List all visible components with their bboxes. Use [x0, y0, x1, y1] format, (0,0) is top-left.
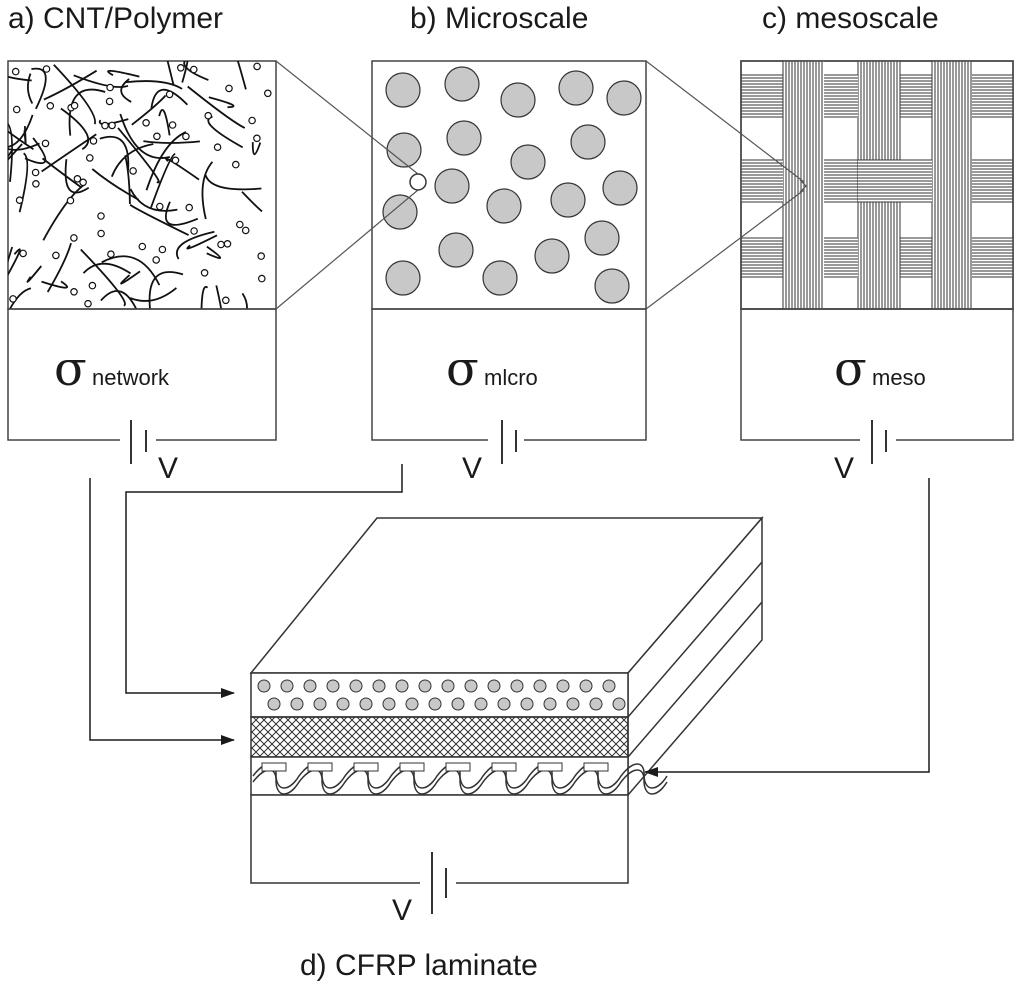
- voltage-a-label: V: [158, 452, 178, 485]
- fiber-cross-sections: [382, 66, 642, 304]
- fiber-circle: [584, 220, 620, 256]
- fiber-circle: [382, 194, 418, 230]
- fiber-circle: [510, 144, 546, 180]
- arrow-b-to-laminate: [125, 464, 403, 698]
- fiber-circle: [570, 124, 606, 160]
- panel-c-title: c) mesoscale: [762, 2, 939, 35]
- arrow-a-to-laminate: [89, 478, 235, 745]
- panel-a: σ network V: [7, 60, 277, 485]
- fiber-circle: [385, 260, 421, 296]
- fiber-circle: [486, 188, 522, 224]
- sigma-network-subscript: network: [92, 365, 170, 390]
- layer-cnt-network: [250, 716, 629, 758]
- sigma-micro-subscript: mlcro: [484, 365, 538, 390]
- fiber-circle: [558, 70, 594, 106]
- panel-b-title: b) Microscale: [410, 2, 588, 35]
- panel-b: σ mlcro V: [371, 60, 647, 485]
- layer-weave-pattern: [252, 762, 668, 795]
- sigma-micro-symbol: σ: [446, 341, 479, 397]
- zoom-connectors: [275, 60, 807, 310]
- fiber-circle: [594, 268, 630, 304]
- fiber-circle: [444, 66, 480, 102]
- layer-fiber-dots: [257, 679, 626, 711]
- fiber-circle: [434, 168, 470, 204]
- fiber-circle: [385, 72, 421, 108]
- fiber-circle: [534, 238, 570, 274]
- cnt-network-illustration: [8, 61, 272, 309]
- fiber-circle: [446, 120, 482, 156]
- voltage-c-label: V: [834, 452, 854, 485]
- fiber-circle: [602, 170, 638, 206]
- panel-d-title: d) CFRP laminate: [300, 949, 538, 982]
- voltage-b-label: V: [462, 452, 482, 485]
- sigma-network-symbol: σ: [54, 341, 87, 397]
- fiber-circle: [550, 182, 586, 218]
- layer-microscale: [250, 672, 629, 718]
- laminate-circuit-box: [250, 794, 629, 884]
- zoom-point-b: [409, 173, 427, 191]
- fiber-circle: [438, 232, 474, 268]
- voltage-d-label: V: [392, 894, 412, 927]
- woven-fabric-illustration: [741, 61, 1013, 309]
- fiber-circle: [606, 80, 642, 116]
- fiber-circle: [500, 82, 536, 118]
- panel-c: σ meso V: [740, 60, 1014, 485]
- sigma-meso-subscript: meso: [872, 365, 926, 390]
- fiber-circle: [386, 132, 422, 168]
- panel-a-title: a) CNT/Polymer: [8, 2, 223, 35]
- fiber-circle: [482, 260, 518, 296]
- arrow-c-to-laminate: [644, 478, 930, 777]
- connector-arrows: [89, 464, 930, 777]
- sigma-meso-symbol: σ: [834, 341, 867, 397]
- panel-d-laminate: V d) CFRP laminate: [249, 515, 764, 982]
